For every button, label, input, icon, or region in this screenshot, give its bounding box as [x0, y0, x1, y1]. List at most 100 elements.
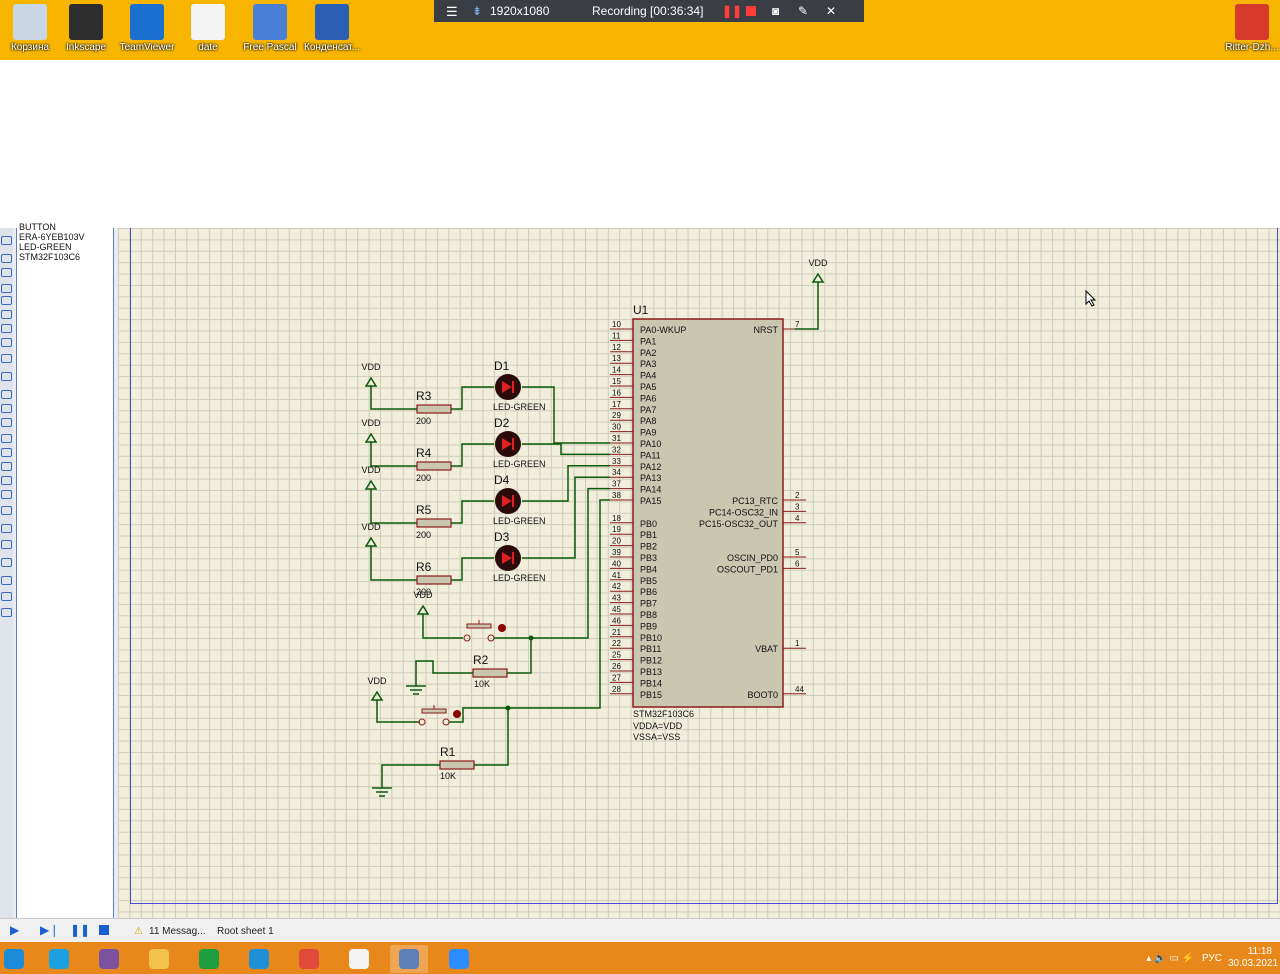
button-contact	[487, 634, 495, 642]
label-icon[interactable]	[1, 284, 12, 293]
button-cap[interactable]	[421, 708, 447, 714]
rotate-ccw-icon[interactable]	[1, 576, 12, 585]
marker-icon[interactable]	[1, 540, 12, 549]
pause-sim-icon[interactable]: ❚❚	[70, 923, 91, 937]
desktop-icon-inkscape[interactable]: Inkscape	[56, 4, 116, 53]
resistor-ref: R4	[416, 446, 432, 460]
path-icon[interactable]	[1, 490, 12, 499]
mirror-v-icon[interactable]	[1, 608, 12, 617]
taskbar-zoom[interactable]	[440, 945, 478, 973]
camera-icon[interactable]: ◙	[772, 4, 780, 18]
stop-icon[interactable]	[746, 6, 756, 16]
led-anode-triangle	[502, 495, 512, 507]
desktop-icon-word-doc[interactable]: Конденсат...	[302, 4, 362, 53]
device-list-item[interactable]: BUTTON	[19, 222, 56, 232]
mirror-h-icon[interactable]	[1, 592, 12, 601]
pen-icon[interactable]: ✎	[798, 4, 809, 18]
graph-icon[interactable]	[1, 372, 12, 381]
vdd-power-icon	[364, 376, 378, 387]
mcu-pin-number: 41	[612, 571, 621, 580]
mcu-body[interactable]	[632, 318, 784, 708]
play-icon[interactable]: ▶	[10, 923, 20, 937]
messages-count[interactable]: 11 Messag...	[149, 926, 206, 937]
mcu-pin-number: 28	[612, 685, 621, 694]
desktop-icon-file[interactable]: date	[178, 4, 238, 53]
resistor-body[interactable]	[439, 760, 475, 770]
mcu-pin-number: 17	[612, 400, 621, 409]
close-icon[interactable]: ✕	[826, 4, 837, 18]
stop-sim-icon[interactable]	[99, 925, 109, 935]
desktop-icon-teamviewer[interactable]: TeamViewer	[117, 4, 177, 53]
select-icon[interactable]	[1, 236, 12, 245]
circle-icon[interactable]	[1, 462, 12, 471]
tape-icon[interactable]	[1, 390, 12, 399]
device-list-item[interactable]: ERA-6YEB103V	[19, 232, 85, 242]
resistor-body[interactable]	[416, 575, 452, 585]
taskbar-edge[interactable]	[240, 945, 278, 973]
resistor-value: 200	[416, 530, 431, 540]
desktop-icon-label: Конденсат...	[304, 42, 360, 53]
taskbar-file-explorer[interactable]	[140, 945, 178, 973]
button-actuator-icon[interactable]	[453, 710, 461, 718]
taskbar-proteus[interactable]	[390, 945, 428, 973]
clock-time[interactable]: 11:18	[1247, 946, 1272, 957]
resistor-body[interactable]	[416, 518, 452, 528]
desktop-icon-recycle-bin[interactable]: Корзина	[0, 4, 60, 53]
file-icon	[191, 4, 225, 40]
device-list-item[interactable]: STM32F103C6	[19, 252, 81, 262]
taskbar-viber[interactable]	[90, 945, 128, 973]
mcu-pin-number: 5	[795, 548, 800, 557]
mcu-pin-name: BOOT0	[747, 690, 778, 700]
taskbar-windows-start[interactable]	[0, 945, 28, 973]
mcu-pin-name: PB5	[640, 576, 657, 586]
resistor-ref: R1	[440, 745, 456, 759]
button-cap[interactable]	[466, 623, 492, 629]
mcu-pin-name: PA1	[640, 336, 656, 346]
arc-icon[interactable]	[1, 476, 12, 485]
junction-icon[interactable]	[1, 268, 12, 277]
pin-icon[interactable]: ⇟	[472, 4, 483, 18]
step-icon[interactable]: ▶❘	[40, 923, 60, 937]
mcu-pin-name: PB1	[640, 530, 657, 540]
clock-date[interactable]: 30.03.2021	[1228, 958, 1279, 969]
mcu-pin-number: 34	[612, 468, 621, 477]
mcu-pin-name: PA13	[640, 473, 661, 483]
resistor-body[interactable]	[416, 404, 452, 414]
pause-icon[interactable]: ❚❚	[722, 4, 743, 18]
pin-icon[interactable]	[1, 354, 12, 363]
probe-icon[interactable]	[1, 418, 12, 427]
button-actuator-icon[interactable]	[498, 624, 506, 632]
line-icon[interactable]	[1, 434, 12, 443]
resistor-body[interactable]	[416, 461, 452, 471]
component-icon[interactable]	[1, 254, 12, 263]
desktop-icon-freepascal[interactable]: Free Pascal	[240, 4, 300, 53]
mcu-pin-name: VBAT	[755, 644, 778, 654]
menu-icon[interactable]: ☰	[446, 4, 458, 19]
taskbar-chrome[interactable]	[290, 945, 328, 973]
resistor-body[interactable]	[472, 668, 508, 678]
taskbar-store[interactable]	[190, 945, 228, 973]
box-icon[interactable]	[1, 448, 12, 457]
vdd-power-icon	[416, 604, 430, 615]
device-list-item[interactable]: LED-GREEN	[19, 242, 72, 252]
wire	[422, 622, 463, 639]
terminal-icon[interactable]	[1, 338, 12, 347]
recording-status: Recording [00:36:34]	[592, 4, 704, 18]
rotate-cw-icon[interactable]	[1, 558, 12, 567]
mcu-pin-name: PB0	[640, 519, 657, 529]
bus-icon[interactable]	[1, 310, 12, 319]
taskbar-internet-explorer[interactable]	[40, 945, 78, 973]
mcu-pin-name: PA6	[640, 393, 656, 403]
desktop-icon-pdf[interactable]: Ritter-Dzh...	[1222, 4, 1280, 53]
symbol-icon[interactable]	[1, 524, 12, 533]
resistor-value: 200	[416, 587, 431, 597]
tray-icons[interactable]: ▴ 🔈 ▭ ⚡	[1146, 953, 1194, 964]
text-tool-icon[interactable]	[1, 506, 12, 515]
language-indicator[interactable]: РУС	[1201, 953, 1222, 964]
subcircuit-icon[interactable]	[1, 324, 12, 333]
taskbar-paint-app[interactable]	[340, 945, 378, 973]
generator-icon[interactable]	[1, 404, 12, 413]
mouse-cursor-icon	[1085, 289, 1097, 307]
text-icon[interactable]	[1, 296, 12, 305]
file-explorer-icon	[149, 949, 169, 969]
